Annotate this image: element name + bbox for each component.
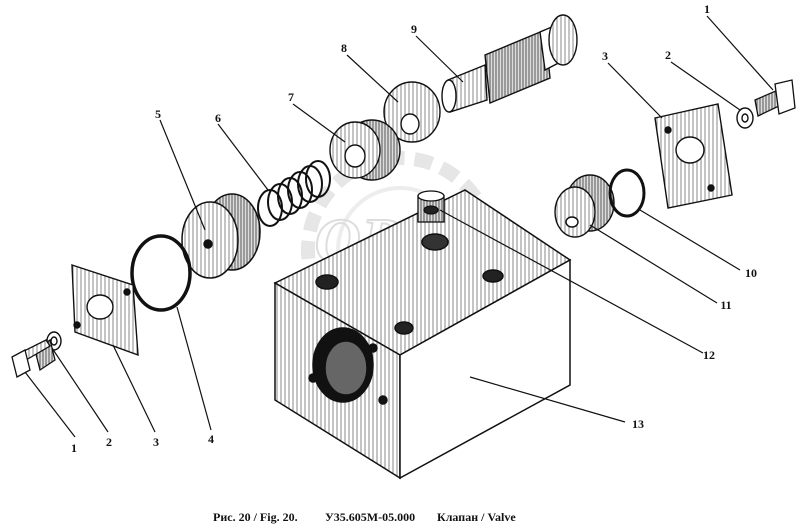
callout-1-left: 1: [71, 441, 77, 455]
callout-8: 8: [341, 41, 347, 55]
callout-10: 10: [745, 266, 757, 280]
callout-13: 13: [632, 417, 644, 431]
spool: [441, 14, 578, 113]
callout-12: 12: [703, 348, 715, 362]
callout-11: 11: [720, 298, 731, 312]
washer-right: [736, 107, 754, 129]
part-number: У35.605М-05.000: [325, 510, 416, 524]
bolt-left: [11, 338, 56, 378]
o-ring-left: [130, 234, 192, 312]
fitting-plug: [417, 190, 445, 223]
disc-part-8: [383, 81, 441, 143]
adjusting-nut: [554, 174, 615, 238]
callout-3-left: 3: [153, 435, 159, 449]
callout-9: 9: [411, 22, 417, 36]
spring: [257, 160, 331, 227]
valve-housing: [273, 189, 572, 480]
figure-title: Клапан / Valve: [437, 510, 516, 524]
callout-2-left: 2: [106, 435, 112, 449]
cup-washer-part-7: [329, 119, 401, 181]
callout-2-right: 2: [665, 48, 671, 62]
flange-right: [654, 103, 733, 209]
leader-lines: [24, 15, 774, 438]
callout-6: 6: [215, 111, 221, 125]
callout-3-right: 3: [602, 49, 608, 63]
figure-caption: Рис. 20 / Fig. 20. У35.605М-05.000 Клапа…: [0, 510, 800, 528]
callouts: 1 2 3 4 5 6 7 8 9 1 2 3 10 11 12 13: [71, 2, 757, 455]
piston-part-5: [181, 193, 261, 279]
callout-4: 4: [208, 432, 214, 446]
callout-5: 5: [155, 107, 161, 121]
bolt-right: [754, 79, 796, 117]
callout-7: 7: [288, 90, 294, 104]
figure-number: Рис. 20 / Fig. 20.: [213, 510, 298, 524]
callout-1-right: 1: [704, 2, 710, 16]
o-ring-right: [608, 168, 646, 218]
flange-left: [71, 264, 139, 357]
